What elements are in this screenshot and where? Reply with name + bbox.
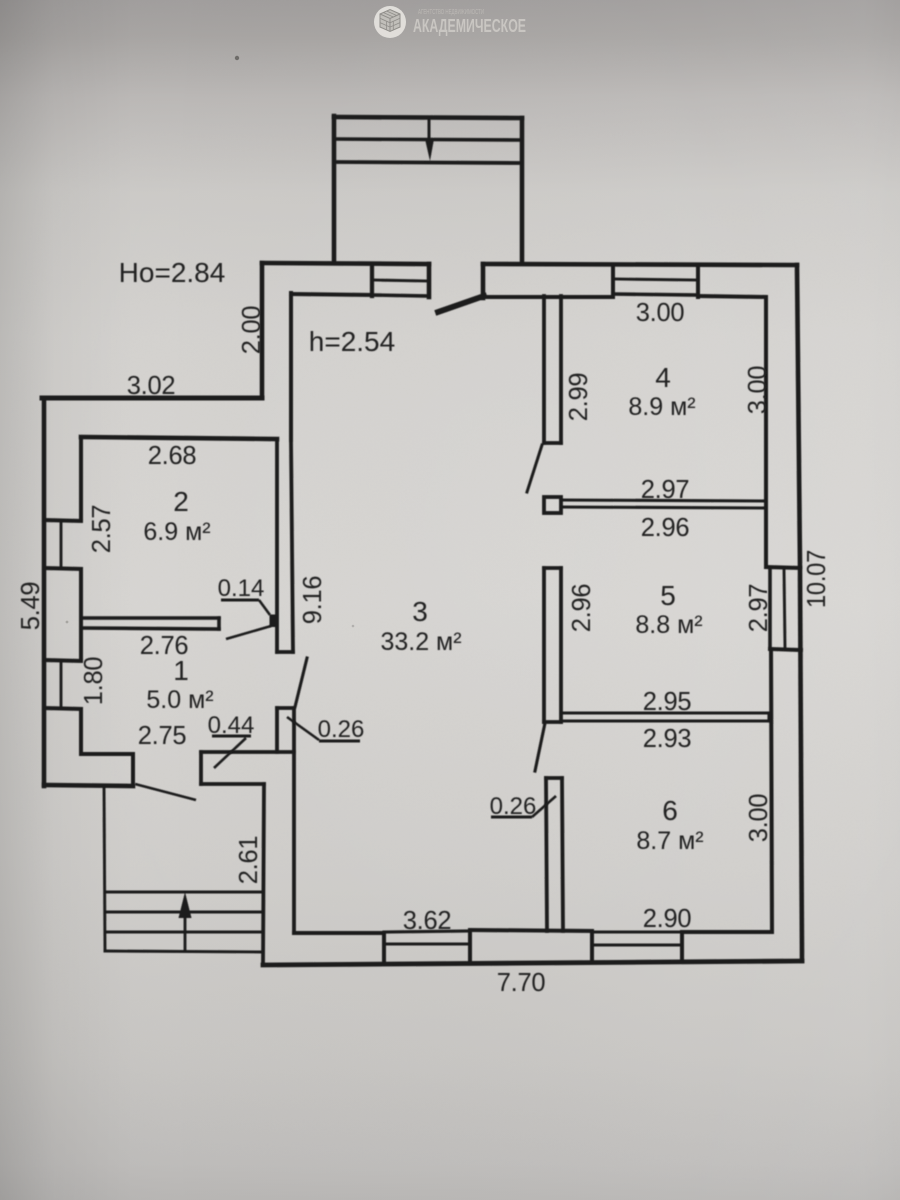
svg-text:0.44: 0.44 xyxy=(208,712,255,739)
svg-text:2.97: 2.97 xyxy=(641,476,689,504)
svg-text:5.49: 5.49 xyxy=(17,582,45,630)
svg-text:3.00: 3.00 xyxy=(636,299,685,327)
svg-text:5: 5 xyxy=(660,580,676,611)
svg-text:2.00: 2.00 xyxy=(238,306,266,355)
svg-text:2.99: 2.99 xyxy=(565,373,593,421)
svg-text:2.76: 2.76 xyxy=(140,632,189,660)
svg-text:3.02: 3.02 xyxy=(127,372,175,400)
svg-text:2.95: 2.95 xyxy=(643,688,692,716)
svg-text:5.0 м²: 5.0 м² xyxy=(146,686,213,714)
svg-text:2.61: 2.61 xyxy=(235,836,263,884)
svg-text:h=2.54: h=2.54 xyxy=(309,326,395,357)
svg-text:2.75: 2.75 xyxy=(138,722,187,750)
svg-text:1.80: 1.80 xyxy=(80,657,108,706)
svg-text:2.93: 2.93 xyxy=(643,725,692,753)
svg-text:0.14: 0.14 xyxy=(218,575,265,602)
svg-text:2: 2 xyxy=(173,486,189,517)
svg-text:0.26: 0.26 xyxy=(490,793,537,820)
svg-text:2.96: 2.96 xyxy=(568,584,596,633)
svg-text:8.9 м²: 8.9 м² xyxy=(628,393,695,421)
svg-text:1: 1 xyxy=(173,655,189,686)
svg-text:8.8 м²: 8.8 м² xyxy=(635,611,702,639)
svg-text:33.2 м²: 33.2 м² xyxy=(380,628,461,656)
svg-text:9.16: 9.16 xyxy=(299,576,327,625)
svg-text:2.90: 2.90 xyxy=(643,905,692,933)
svg-text:0.26: 0.26 xyxy=(318,716,365,743)
svg-text:6.9 м²: 6.9 м² xyxy=(143,518,210,546)
svg-text:2.57: 2.57 xyxy=(88,505,116,553)
svg-text:АГЕНТСТВО НЕДВИЖИМОСТИ: АГЕНТСТВО НЕДВИЖИМОСТИ xyxy=(418,9,484,16)
svg-text:3.62: 3.62 xyxy=(403,907,451,935)
svg-text:АКАДЕМИЧЕСКОЕ: АКАДЕМИЧЕСКОЕ xyxy=(413,16,526,36)
svg-text:8.7 м²: 8.7 м² xyxy=(636,827,703,855)
svg-text:7.70: 7.70 xyxy=(497,969,546,997)
svg-text:6: 6 xyxy=(662,795,678,826)
svg-text:Но=2.84: Но=2.84 xyxy=(119,257,226,288)
svg-text:2.68: 2.68 xyxy=(148,442,197,470)
svg-text:2.97: 2.97 xyxy=(745,584,773,632)
svg-text:3.00: 3.00 xyxy=(744,366,772,415)
svg-text:2.96: 2.96 xyxy=(641,514,690,542)
svg-text:10.07: 10.07 xyxy=(803,550,831,608)
svg-text:3: 3 xyxy=(412,596,428,627)
svg-text:3.00: 3.00 xyxy=(745,794,773,843)
svg-text:4: 4 xyxy=(655,362,671,393)
